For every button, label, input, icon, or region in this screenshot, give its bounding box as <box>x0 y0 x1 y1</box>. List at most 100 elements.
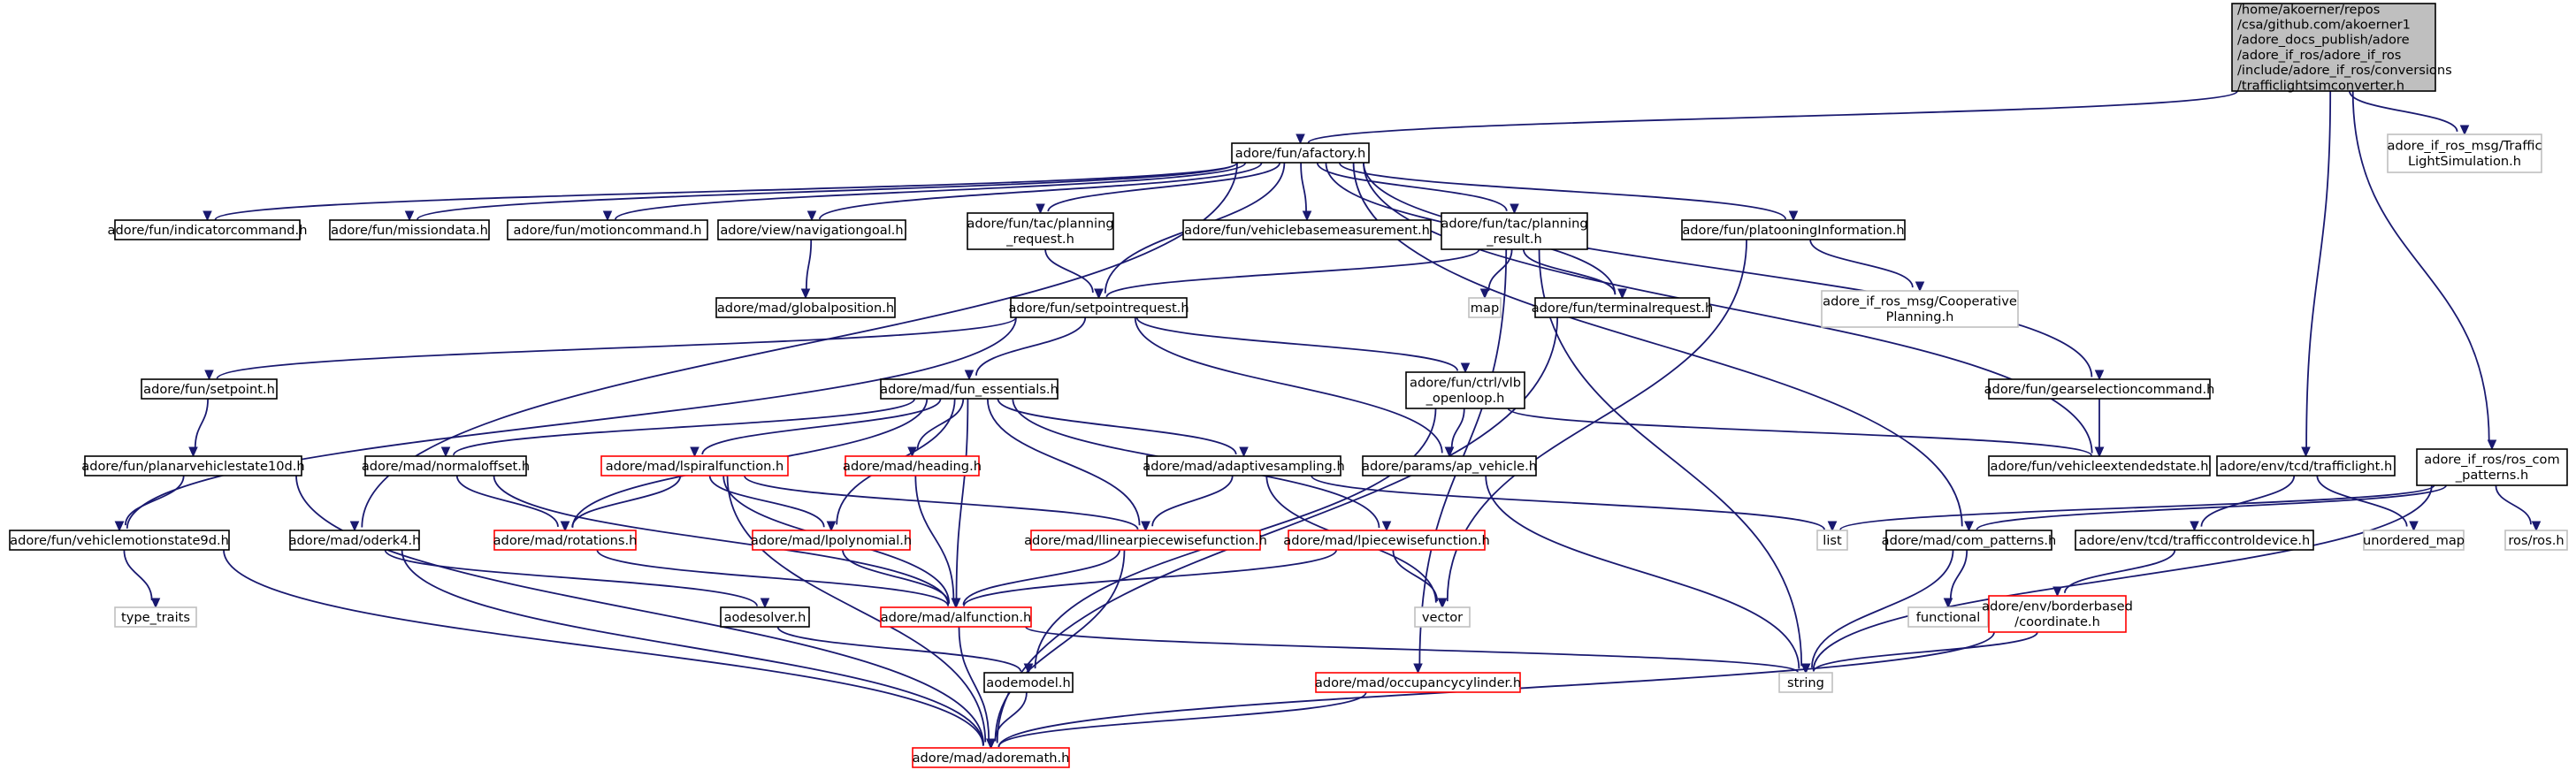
node-alfunction[interactable]: adore/mad/alfunction.h <box>880 606 1032 628</box>
node-box <box>1231 142 1370 164</box>
node-planres[interactable]: adore/fun/tac/planning_result.h <box>1441 212 1588 250</box>
node-roscom[interactable]: adore_if_ros/ros_com_patterns.h <box>2416 448 2568 486</box>
edge-afactory-to-motioncommand <box>602 162 1247 222</box>
edge-arrowhead <box>150 598 161 609</box>
edge-afactory-to-navgoal <box>806 162 1263 222</box>
edge-arrowhead <box>440 446 451 458</box>
node-madcom[interactable]: adore/mad/com_patterns.h <box>1882 530 2057 551</box>
node-box <box>600 455 789 476</box>
edge-afactory-to-platoon <box>1338 162 1799 222</box>
node-aodemodel[interactable]: aodemodel.h <box>983 672 1074 693</box>
node-adaptive[interactable]: adore/mad/adaptivesampling.h <box>1143 455 1345 476</box>
node-motioncommand[interactable]: adore/fun/motioncommand.h <box>507 219 708 240</box>
node-list[interactable]: list <box>1816 530 1848 551</box>
node-label: adore/fun/vehiclemotionstate9d.h <box>10 533 229 548</box>
edge-line <box>1025 626 1799 674</box>
edge-line <box>997 398 1237 455</box>
node-label: adore/params/ap_vehicle.h <box>1362 459 1537 474</box>
edge-line <box>726 475 987 743</box>
edge-root-to-trafficlightsim <box>2349 90 2470 136</box>
node-adoremath[interactable]: adore/mad/adoremath.h <box>912 747 1070 768</box>
node-umap[interactable]: unordered_map <box>2363 530 2465 551</box>
node-llinpw[interactable]: adore/mad/llinearpiecewisefunction.h <box>1024 530 1267 551</box>
node-box <box>1288 530 1486 551</box>
edge-line <box>701 398 942 455</box>
node-rosh[interactable]: ros/ros.h <box>2504 530 2568 551</box>
edge-apvehicle-to-string <box>1485 475 1811 675</box>
node-map[interactable]: map <box>1468 297 1502 318</box>
node-ctrlvlb[interactable]: adore/fun/ctrl/vlb_openloop.h <box>1405 371 1525 409</box>
edge-trafficlight-to-umap <box>2316 475 2419 532</box>
node-occupancy[interactable]: adore/mad/occupancycylinder.h <box>1315 672 1521 693</box>
edge-line <box>708 475 825 528</box>
node-navgoal[interactable]: adore/view/navigationgoal.h <box>717 219 906 240</box>
node-label: adore/fun/ctrl/vlb <box>1410 376 1521 391</box>
node-rotations[interactable]: adore/mad/rotations.h <box>493 530 638 551</box>
node-afactory[interactable]: adore/fun/afactory.h <box>1231 142 1370 164</box>
edge-line <box>958 626 990 741</box>
node-missiondata[interactable]: adore/fun/missiondata.h <box>329 219 490 240</box>
edge-llinpw-to-alfunction <box>951 549 1120 609</box>
edge-line <box>2351 90 2490 442</box>
edge-arrowhead <box>1296 133 1305 145</box>
node-functional[interactable]: functional <box>1907 606 1989 628</box>
edge-line <box>2316 475 2408 527</box>
node-platoon[interactable]: adore/fun/platooningInformation.h <box>1681 219 1906 240</box>
node-aodesolver[interactable]: aodesolver.h <box>720 606 810 628</box>
node-normaloffset[interactable]: adore/mad/normaloffset.h <box>362 455 530 476</box>
node-indicator[interactable]: adore/fun/indicatorcommand.h <box>108 219 308 240</box>
node-vector[interactable]: vector <box>1414 606 1471 628</box>
edge-line <box>819 162 1263 220</box>
node-coordinate[interactable]: adore/env/borderbased/coordinate.h <box>1982 595 2133 633</box>
node-planreq[interactable]: adore/fun/tac/planning_request.h <box>967 212 1114 250</box>
edge-line <box>994 549 1126 742</box>
node-box <box>715 297 896 318</box>
node-label: map <box>1471 301 1499 316</box>
node-label: /home/akoerner/repos <box>2237 2 2380 17</box>
edge-line <box>776 626 1022 672</box>
node-setpoint[interactable]: adore/fun/setpoint.h <box>141 378 278 400</box>
node-lpw[interactable]: adore/mad/lpiecewisefunction.h <box>1283 530 1490 551</box>
node-apvehicle[interactable]: adore/params/ap_vehicle.h <box>1362 455 1537 476</box>
edge-line <box>1151 475 1234 527</box>
edge-setpoint-to-planar <box>188 398 209 458</box>
edge-madcom-to-functional <box>1943 549 1968 609</box>
node-vehbase[interactable]: adore/fun/vehiclebasemeasurement.h <box>1182 219 1432 240</box>
node-globalpos[interactable]: adore/mad/globalposition.h <box>715 297 896 318</box>
node-string[interactable]: string <box>1778 672 1833 693</box>
node-trafficlight[interactable]: adore/env/tcd/trafficlight.h <box>2216 455 2396 476</box>
edge-arrowhead <box>560 521 570 532</box>
edge-arrowhead <box>1915 281 1925 293</box>
node-funess[interactable]: adore/mad/fun_essentials.h <box>880 378 1059 400</box>
edge-arrowhead <box>1413 663 1423 675</box>
edge-arrowhead <box>800 288 811 300</box>
edge-line <box>455 475 559 528</box>
node-label: adore/fun/tac/planning <box>1441 217 1587 232</box>
node-typetraits[interactable]: type_traits <box>114 606 197 628</box>
node-vms9d[interactable]: adore/fun/vehiclemotionstate9d.h <box>9 530 230 551</box>
node-box <box>2231 3 2436 92</box>
node-tcd[interactable]: adore/env/tcd/trafficcontroldevice.h <box>2075 530 2314 551</box>
node-oderk4[interactable]: adore/mad/oderk4.h <box>289 530 421 551</box>
node-planar[interactable]: adore/fun/planarvehiclestate10d.h <box>81 455 305 476</box>
node-terminalreq[interactable]: adore/fun/terminalrequest.h <box>1532 297 1714 318</box>
node-label: adore/view/navigationgoal.h <box>720 223 903 238</box>
node-lpoly[interactable]: adore/mad/lpolynomial.h <box>751 530 912 551</box>
node-root[interactable]: /home/akoerner/repos/csa/github.com/akoe… <box>2231 2 2452 93</box>
edge-arrowhead <box>1141 521 1150 532</box>
edge-arrowhead <box>1510 203 1519 215</box>
node-heading[interactable]: adore/mad/heading.h <box>843 455 982 476</box>
node-lspiral[interactable]: adore/mad/lspiralfunction.h <box>600 455 789 476</box>
edge-afactory-to-gearsel <box>1363 162 2105 381</box>
node-label: /adore_docs_publish/adore <box>2237 33 2410 48</box>
edge-arrowhead <box>2190 521 2199 532</box>
edge-arrowhead <box>1444 446 1455 458</box>
node-vehext[interactable]: adore/fun/vehicleextendedstate.h <box>1988 455 2211 476</box>
edge-arrowhead <box>2409 521 2419 532</box>
node-trafficlightsim[interactable]: adore_if_ros_msg/TrafficLightSimulation.… <box>2387 133 2542 173</box>
node-setpointreq[interactable]: adore/fun/setpointrequest.h <box>1008 297 1189 318</box>
edge-arrowhead <box>1437 598 1448 609</box>
node-box <box>2075 530 2314 551</box>
node-gearsel[interactable]: adore/fun/gearselectioncommand.h <box>1984 378 2215 400</box>
